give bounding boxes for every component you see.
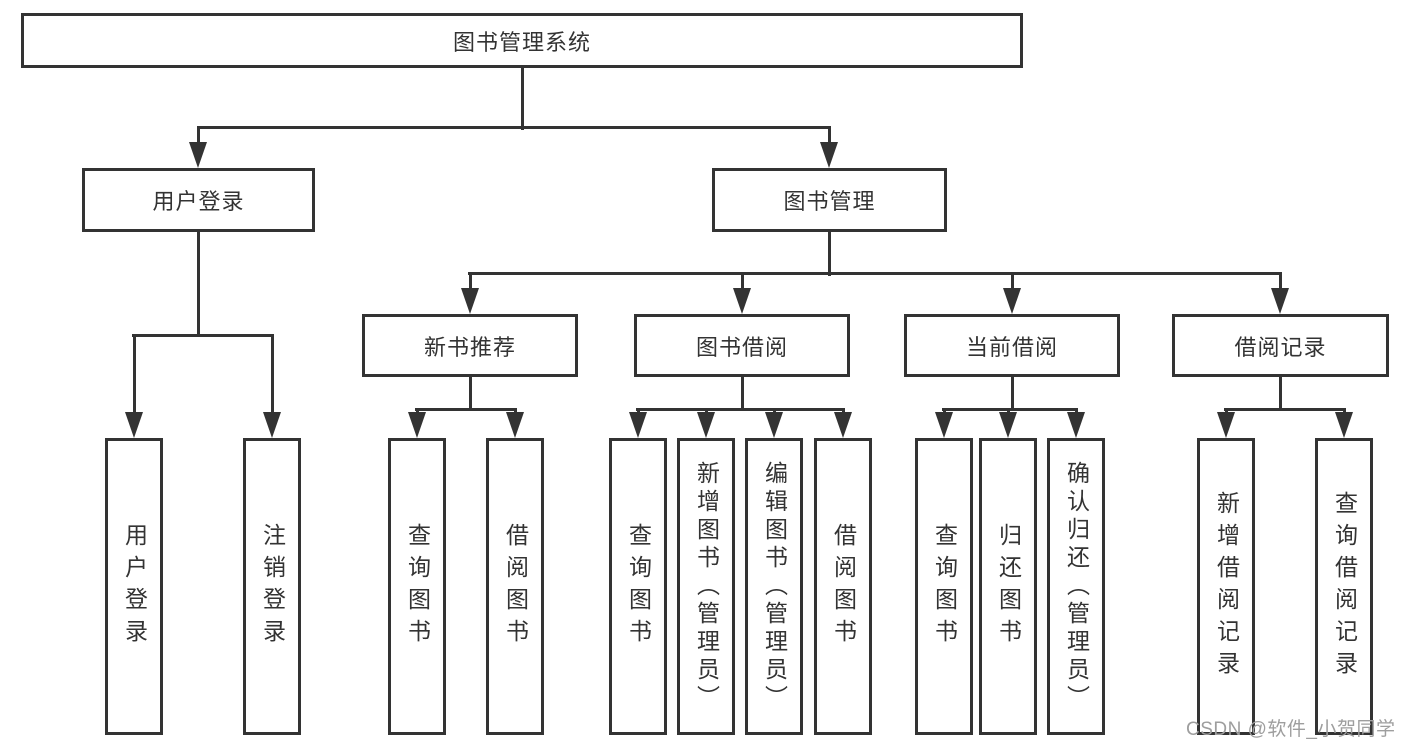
connector-line	[133, 335, 136, 414]
connector-line	[741, 377, 744, 411]
leaf-user-login-label: 用户登录	[121, 522, 148, 651]
leaf-add-borrow-record: 新增借阅记录	[1197, 438, 1255, 735]
leaf-recommend-borrow-books-label: 借阅图书	[502, 522, 529, 651]
connector-line	[828, 232, 831, 276]
node-borrowing-records: 借阅记录	[1172, 314, 1389, 377]
connector-line	[271, 335, 274, 414]
connector-line	[197, 127, 200, 145]
node-user-login: 用户登录	[82, 168, 315, 232]
leaf-logout: 注销登录	[243, 438, 301, 735]
leaf-borrowing-query-books-label: 查询图书	[625, 522, 652, 651]
node-user-login-label: 用户登录	[152, 189, 245, 214]
node-current-borrowing-label: 当前借阅	[965, 334, 1058, 360]
node-library-management-system-label: 图书管理系统	[452, 29, 591, 55]
arrowhead-down-icon	[408, 412, 426, 438]
leaf-add-borrow-record-label: 新增借阅记录	[1213, 490, 1240, 683]
connector-line	[1075, 409, 1078, 414]
node-current-borrowing: 当前借阅	[904, 314, 1120, 377]
connector-line	[637, 409, 640, 414]
connector-line	[943, 409, 946, 414]
connector-line	[773, 409, 776, 414]
connector-line	[415, 408, 517, 411]
connector-line	[132, 334, 274, 337]
connector-line	[842, 409, 845, 414]
arrowhead-down-icon	[125, 412, 143, 438]
connector-line	[942, 408, 1078, 411]
arrowhead-down-icon	[733, 288, 751, 314]
node-new-book-recommendation-label: 新书推荐	[423, 334, 516, 360]
arrowhead-down-icon	[506, 412, 524, 438]
node-book-borrowing: 图书借阅	[634, 314, 850, 377]
connector-line	[521, 68, 524, 130]
leaf-add-books-admin-label: 新增图书（管理员）	[693, 460, 720, 713]
leaf-confirm-return-admin-label: 确认归还（管理员）	[1063, 460, 1090, 713]
connector-line	[469, 377, 472, 411]
arrowhead-down-icon	[1003, 288, 1021, 314]
leaf-user-login: 用户登录	[105, 438, 163, 735]
leaf-logout-label: 注销登录	[259, 522, 286, 651]
arrowhead-down-icon	[189, 142, 207, 168]
leaf-edit-books-admin: 编辑图书（管理员）	[745, 438, 803, 735]
arrowhead-down-icon	[935, 412, 953, 438]
node-book-management: 图书管理	[712, 168, 947, 232]
leaf-query-borrow-record-label: 查询借阅记录	[1331, 490, 1358, 683]
watermark: CSDN @软件_小贺同学	[1186, 719, 1396, 740]
leaf-recommend-query-books: 查询图书	[388, 438, 446, 735]
node-book-borrowing-label: 图书借阅	[695, 334, 788, 360]
node-new-book-recommendation: 新书推荐	[362, 314, 578, 377]
leaf-return-books-label: 归还图书	[995, 522, 1022, 651]
arrowhead-down-icon	[999, 412, 1017, 438]
node-borrowing-records-label: 借阅记录	[1234, 334, 1327, 360]
leaf-return-books: 归还图书	[979, 438, 1037, 735]
connector-line	[468, 272, 1282, 275]
leaf-recommend-query-books-label: 查询图书	[404, 522, 431, 651]
connector-line	[1279, 377, 1282, 411]
leaf-recommend-borrow-books: 借阅图书	[486, 438, 544, 735]
connector-line	[416, 409, 419, 414]
arrowhead-down-icon	[1217, 412, 1235, 438]
arrowhead-down-icon	[1067, 412, 1085, 438]
leaf-add-books-admin: 新增图书（管理员）	[677, 438, 735, 735]
connector-line	[741, 273, 744, 291]
leaf-borrowing-borrow-books-label: 借阅图书	[830, 522, 857, 651]
connector-line	[828, 127, 831, 145]
arrowhead-down-icon	[629, 412, 647, 438]
node-library-management-system: 图书管理系统	[21, 13, 1023, 68]
connector-line	[1011, 377, 1014, 411]
leaf-edit-books-admin-label: 编辑图书（管理员）	[761, 460, 788, 713]
arrowhead-down-icon	[820, 142, 838, 168]
leaf-query-borrow-record: 查询借阅记录	[1315, 438, 1373, 735]
connector-line	[1343, 409, 1346, 414]
connector-line	[1224, 408, 1346, 411]
leaf-borrowing-borrow-books: 借阅图书	[814, 438, 872, 735]
arrowhead-down-icon	[834, 412, 852, 438]
arrowhead-down-icon	[461, 288, 479, 314]
arrowhead-down-icon	[1335, 412, 1353, 438]
connector-line	[1007, 409, 1010, 414]
connector-line	[469, 273, 472, 291]
connector-line	[705, 409, 708, 414]
leaf-current-query-books-label: 查询图书	[931, 522, 958, 651]
leaf-current-query-books: 查询图书	[915, 438, 973, 735]
node-book-management-label: 图书管理	[783, 189, 876, 214]
arrowhead-down-icon	[263, 412, 281, 438]
connector-line	[1225, 409, 1228, 414]
leaf-borrowing-query-books: 查询图书	[609, 438, 667, 735]
connector-line	[1279, 273, 1282, 291]
arrowhead-down-icon	[697, 412, 715, 438]
connector-line	[197, 126, 831, 129]
connector-line	[514, 409, 517, 414]
leaf-confirm-return-admin: 确认归还（管理员）	[1047, 438, 1105, 735]
connector-line	[1011, 273, 1014, 291]
arrowhead-down-icon	[765, 412, 783, 438]
connector-line	[636, 408, 845, 411]
arrowhead-down-icon	[1271, 288, 1289, 314]
connector-line	[197, 232, 200, 337]
